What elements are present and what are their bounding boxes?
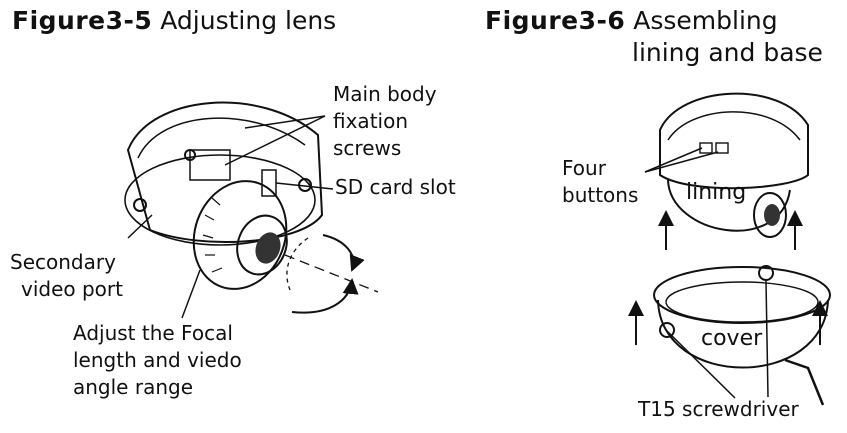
lining-shell — [667, 179, 791, 232]
camera-base-plate — [124, 154, 316, 246]
figure36-caption-line1: Assembling — [633, 6, 778, 35]
callout-line: video port — [21, 277, 123, 301]
rotation-arc-upper — [322, 234, 365, 272]
figure35-caption: Adjusting lens — [160, 6, 337, 35]
figure35-title: Figure3-5 Adjusting lens — [12, 6, 336, 36]
button-2 — [715, 142, 729, 154]
camera-housing — [126, 101, 324, 243]
callout-line: screws — [333, 136, 402, 160]
button-1 — [699, 142, 713, 154]
optical-axis — [284, 254, 379, 293]
lens-glass — [255, 232, 281, 264]
callout-sd-card-slot: SD card slot — [335, 174, 456, 201]
lens-ring — [192, 180, 288, 290]
callout-line: angle range — [73, 375, 193, 399]
fixation-screw-1 — [133, 198, 147, 212]
figure36-title: Figure3-6 Assembling — [485, 6, 778, 36]
cover-rim — [653, 266, 831, 324]
fig35-leader-lines — [127, 115, 334, 319]
dome-assembly-fig36 — [653, 92, 831, 406]
lining-lens-window — [753, 192, 787, 238]
callout-line: fixation — [333, 109, 408, 133]
fig36-assembly-arrows — [628, 210, 828, 345]
cover-screw-hole-top — [758, 265, 774, 281]
callout-line: Four — [562, 156, 606, 180]
callout-line: Main body — [333, 82, 437, 106]
callout-lining: lining — [686, 180, 747, 205]
callout-screwdriver: T15 screwdriver — [638, 397, 799, 421]
callout-four-buttons: Four buttons — [562, 155, 638, 209]
callout-cover: cover — [701, 326, 763, 351]
figure36-number: Figure3-6 — [485, 6, 626, 35]
rotation-arc-lower — [291, 278, 359, 314]
callout-line: buttons — [562, 183, 639, 207]
lens-barrel — [236, 214, 288, 276]
cover-screw-hole-left — [659, 322, 675, 338]
dome-camera-fig35 — [124, 101, 379, 314]
fig36-leader-lines — [644, 147, 769, 399]
internal-bracket — [189, 149, 231, 181]
camera-body-upper — [659, 92, 809, 190]
callout-secondary-video-port: Secondary video port — [10, 249, 123, 303]
callout-line: Adjust the Focal — [73, 321, 233, 345]
callout-focal-adjust: Adjust the Focal length and viedo angle … — [73, 320, 242, 401]
t15-screwdriver — [784, 358, 825, 406]
figure35-number: Figure3-5 — [12, 6, 153, 35]
callout-line: length and viedo — [73, 348, 242, 372]
callout-line: Secondary — [10, 250, 116, 274]
callout-line: SD card slot — [335, 175, 456, 199]
figure36-caption-line2: lining and base — [632, 38, 823, 67]
callout-main-body-screws: Main body fixation screws — [333, 81, 437, 162]
